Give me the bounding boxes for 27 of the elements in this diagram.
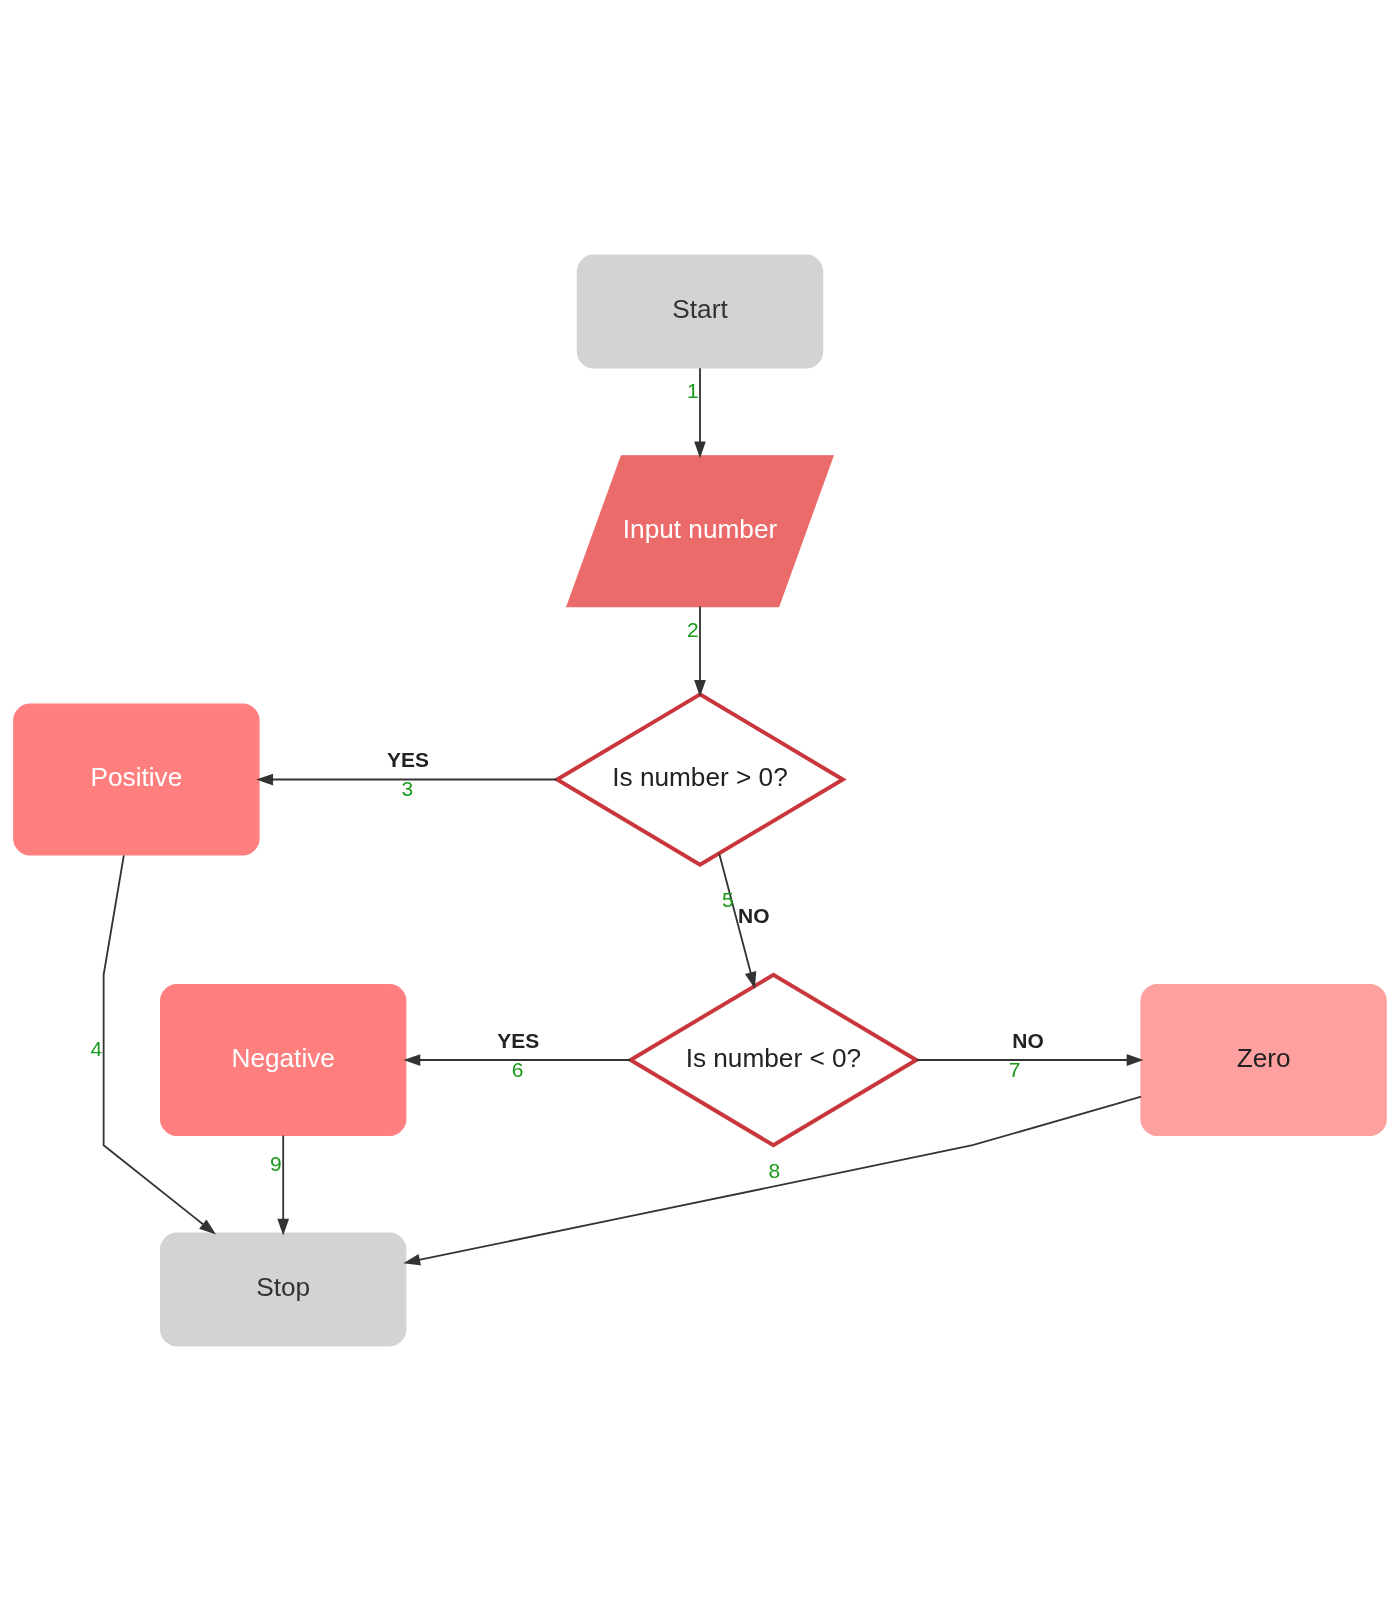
label: 4 <box>90 1036 103 1060</box>
arrow <box>694 366 706 458</box>
arrow <box>718 852 757 989</box>
node-box: Negative <box>160 983 407 1136</box>
label: 8 <box>768 1158 781 1182</box>
edge-label: YES <box>387 747 430 771</box>
arrow <box>256 773 558 785</box>
node-box: Stop <box>160 1231 407 1346</box>
arrow <box>915 1053 1144 1066</box>
arrow <box>277 1134 290 1235</box>
arrow <box>403 1053 632 1066</box>
arrow <box>102 853 216 1235</box>
edge-label: NO <box>738 903 770 927</box>
node-diamond: Is number > 0? <box>553 691 847 867</box>
label: 9 <box>270 1151 282 1175</box>
label: 7 <box>1008 1057 1021 1081</box>
edge-label: YES <box>497 1028 540 1052</box>
node-box: Zero <box>1140 983 1387 1136</box>
arrow <box>694 605 706 697</box>
edge-label: NO <box>1012 1028 1044 1052</box>
label: 6 <box>511 1057 524 1081</box>
label: 1 <box>686 378 699 402</box>
node-box: Positive <box>13 703 260 856</box>
arrow <box>403 1095 1142 1266</box>
label: 3 <box>401 776 414 800</box>
node-box: Start <box>576 254 824 369</box>
label: 2 <box>686 617 699 641</box>
